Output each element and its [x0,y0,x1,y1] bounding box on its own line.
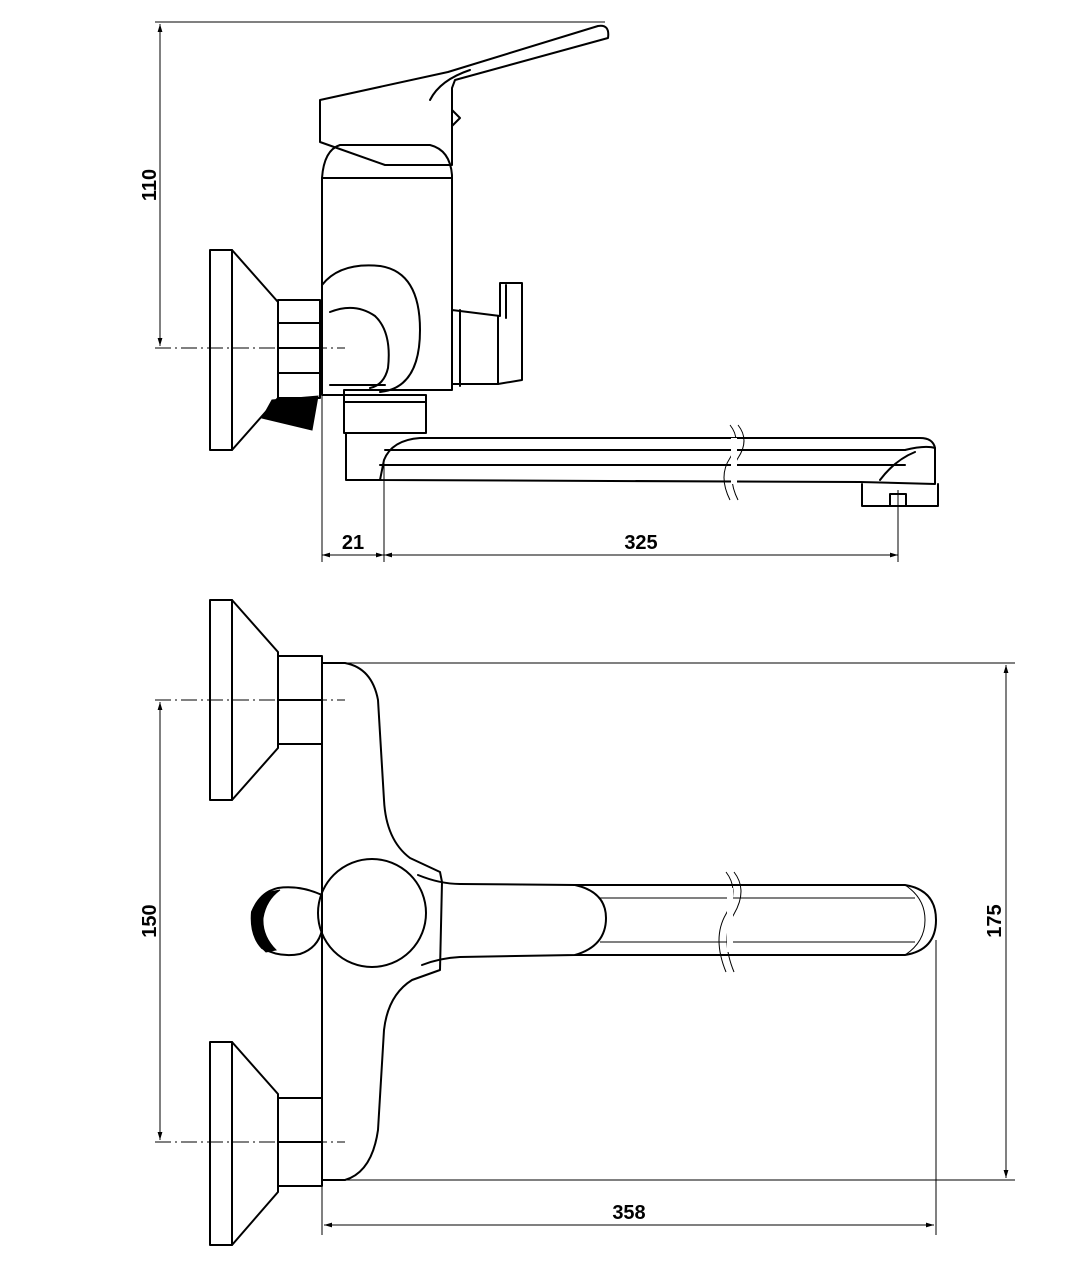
threaded-connector-side [261,395,319,431]
diverter-side [451,282,523,387]
dim-mount-spacing: 150 [139,702,163,1140]
dim-overall-depth-label: 175 [984,904,1006,937]
diverter-knob-top [250,886,323,957]
spout-side [379,424,939,507]
dim-top-height: 110 [139,24,163,346]
dim-left-offset: 21 [322,532,384,558]
dim-overall-depth: 175 [984,665,1009,1178]
mixer-body-side [321,144,453,396]
dim-overall-length: 358 [324,1202,934,1228]
lever-handle-top [417,874,607,966]
dim-overall-length-label: 358 [612,1202,645,1224]
hex-nut-side [277,299,321,399]
lever-handle-side [319,24,610,166]
wall-flange-side [209,249,279,451]
top-view: 150 175 358 [139,599,1015,1246]
dim-left-offset-label: 21 [342,532,364,554]
dim-mount-spacing-label: 150 [139,904,161,937]
side-view: 110 21 325 [139,21,939,562]
spout-collar-side [343,394,427,481]
mixer-body-top [317,662,443,1181]
wall-flange-lower [209,1041,323,1246]
dim-spout-length-label: 325 [624,532,657,554]
dim-top-height-label: 110 [139,169,161,201]
spout-top [574,871,937,973]
dim-spout-length: 325 [384,532,898,558]
